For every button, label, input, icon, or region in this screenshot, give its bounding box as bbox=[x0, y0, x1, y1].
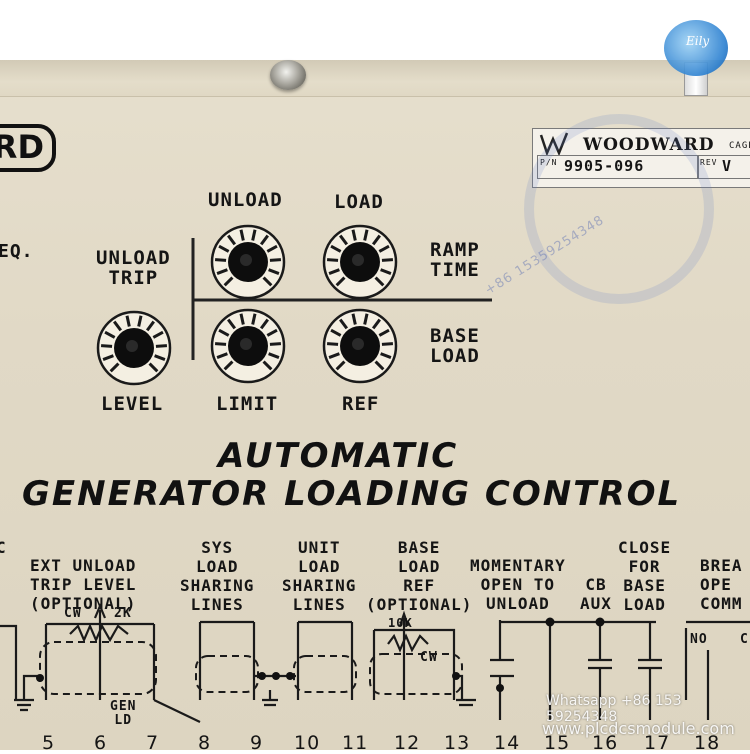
terminal-number: 10 bbox=[294, 732, 321, 754]
brand-logo: RD bbox=[0, 124, 56, 172]
terminal-group-label-close-for-base: CLOSE FOR BASE LOAD bbox=[618, 538, 672, 614]
watermark-corner-logo-text: Eily bbox=[686, 34, 710, 48]
base-load-ref-knob[interactable] bbox=[322, 308, 398, 384]
no-contact-label: NO bbox=[690, 632, 708, 647]
gen-ld-label: GEN LD bbox=[110, 699, 137, 728]
section-title-automatic: AUTOMATIC bbox=[218, 436, 459, 476]
terminal-group-label-ext-unload: EXT UNLOAD TRIP LEVEL (OPTIONAL) bbox=[30, 556, 137, 613]
terminal-number: 9 bbox=[250, 732, 264, 754]
unload-ramp-knob[interactable] bbox=[210, 224, 286, 300]
watermark-corner-logo-icon: Eily bbox=[664, 20, 728, 76]
terminal-number: 14 bbox=[494, 732, 521, 754]
terminal-group-label-momentary: MOMENTARY OPEN TO UNLOAD bbox=[470, 556, 566, 613]
terminal-number: 17 bbox=[644, 732, 671, 754]
c-contact-label: C bbox=[740, 632, 749, 647]
terminal-number: 16 bbox=[592, 732, 619, 754]
terminal-number: 8 bbox=[198, 732, 212, 754]
unload-trip-level-knob[interactable] bbox=[96, 310, 172, 386]
pot-2k-label: 2K bbox=[114, 606, 132, 621]
terminal-group-label-base-load-ref: BASE LOAD REF (OPTIONAL) bbox=[366, 538, 473, 614]
cut-off-label: EQ. bbox=[0, 241, 34, 262]
pot-10k-label: 10K bbox=[388, 616, 413, 630]
terminal-number: 15 bbox=[544, 732, 571, 754]
limit-label: LIMIT bbox=[216, 393, 279, 415]
terminal-group-label-c: C bbox=[0, 538, 7, 557]
rev-value: V bbox=[722, 157, 733, 175]
unload-label: UNLOAD bbox=[208, 189, 283, 211]
terminal-number: 12 bbox=[394, 732, 421, 754]
terminal-number: 11 bbox=[342, 732, 369, 754]
watermark-website: www.plcdcsmodule.com bbox=[542, 719, 735, 738]
terminal-number: 5 bbox=[42, 732, 56, 754]
terminal-group-label-sys-load: SYS LOAD SHARING LINES bbox=[180, 538, 255, 614]
terminal-number: 13 bbox=[444, 732, 471, 754]
unload-trip-label: UNLOAD TRIP bbox=[96, 247, 171, 289]
load-ramp-knob[interactable] bbox=[322, 224, 398, 300]
watermark-globe-icon bbox=[524, 114, 714, 304]
terminal-number: 7 bbox=[146, 732, 160, 754]
nameplate-cage-label: CAGE bbox=[729, 141, 750, 151]
rev-label: REV bbox=[700, 158, 718, 167]
base-load-limit-knob[interactable] bbox=[210, 308, 286, 384]
section-title-generator-loading: GENERATOR LOADING CONTROL bbox=[22, 474, 682, 514]
load-label: LOAD bbox=[334, 191, 384, 213]
pot-cw-label: CW bbox=[64, 606, 82, 621]
terminal-number: 6 bbox=[94, 732, 108, 754]
base-load-label: BASE LOAD bbox=[430, 325, 480, 367]
panel-screw-icon bbox=[270, 60, 306, 90]
level-label: LEVEL bbox=[101, 393, 164, 415]
terminal-group-label-cb-aux: CB AUX bbox=[580, 575, 612, 613]
ref-label: REF bbox=[342, 393, 380, 415]
terminal-group-label-breaker: BREA OPE COMM bbox=[700, 556, 743, 613]
terminal-number: 18 bbox=[694, 732, 721, 754]
ramp-time-label: RAMP TIME bbox=[430, 239, 480, 281]
brand-logo-text: RD bbox=[0, 128, 44, 166]
panel-top-rail bbox=[0, 60, 750, 97]
watermark-whatsapp: Whatsapp +86 153 59254348 bbox=[546, 693, 682, 725]
pot-cw2-label: CW bbox=[420, 650, 438, 665]
terminal-group-label-unit-load: UNIT LOAD SHARING LINES bbox=[282, 538, 357, 614]
